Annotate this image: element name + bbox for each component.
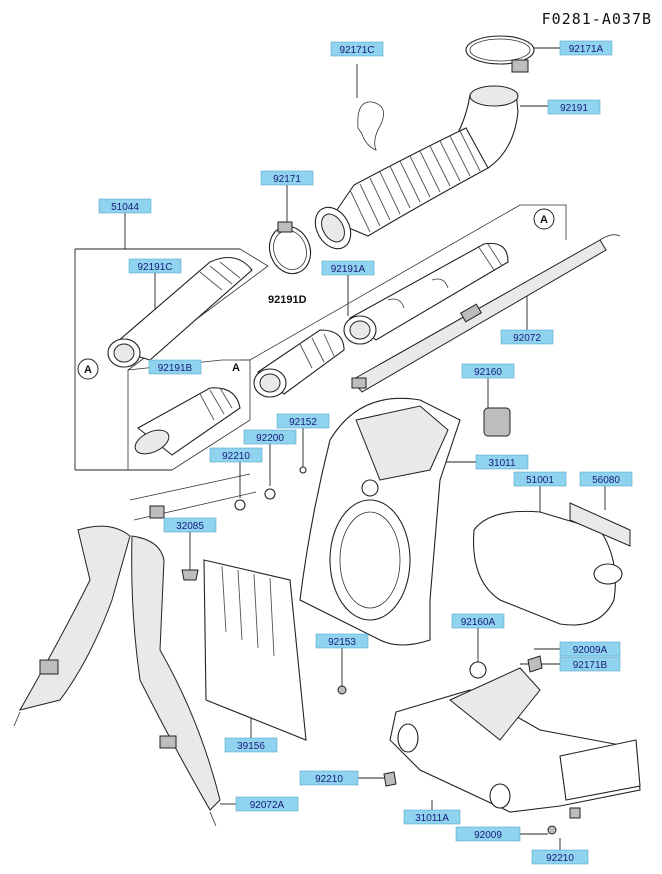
cover-39156 [203,559,307,741]
label-92191a: 92191A [331,264,366,275]
frame-31011 [181,397,511,646]
label-92009a: 92009A [573,645,608,656]
diagram-reference-code: F0281-A037B [541,10,652,28]
label-51044: 51044 [111,202,139,213]
harness-92072a [13,473,257,827]
label-92210-lower: 92210 [546,853,574,864]
label-92152: 92152 [289,417,317,428]
strap-92072 [351,234,621,393]
base-frame-31011a [337,655,641,835]
label-92210-upper: 92210 [222,451,250,462]
label-56080: 56080 [592,475,620,486]
label-92160a: 92160A [461,617,496,628]
label-92200: 92200 [256,433,284,444]
label-31011: 31011 [488,458,516,469]
label-92191d: 92191D [268,294,307,306]
label-92171: 92171 [273,174,301,185]
label-92191b: 92191B [158,363,193,374]
middle-pipes: A [240,204,567,398]
fuel-tank-51001 [472,502,631,626]
label-92072a: 92072A [250,800,285,811]
label-92171a: 92171A [569,44,604,55]
label-39156: 39156 [237,741,265,752]
label-51001: 51001 [526,475,554,486]
inline-marker-a: A [232,362,240,374]
label-32085: 32085 [176,521,204,532]
label-92160: 92160 [474,367,502,378]
label-92009: 92009 [474,830,502,841]
callout-a-left: A [84,364,92,376]
label-92191c: 92191C [137,262,172,273]
callout-a-right: A [540,214,548,226]
label-92153: 92153 [328,637,356,648]
label-92072: 92072 [513,333,541,344]
upper-tube-assembly [268,35,535,275]
label-92191: 92191 [560,103,588,114]
label-31011a: 31011A [415,813,449,824]
part-labels: 92171C 92171A 92191 92171 51044 92191C 9… [98,40,633,865]
label-92210-middle: 92210 [315,774,343,785]
leader-lines [74,47,606,850]
pipe-group-51044: A A [77,248,269,471]
label-92171b: 92171B [573,660,608,671]
label-92171c: 92171C [339,45,374,56]
